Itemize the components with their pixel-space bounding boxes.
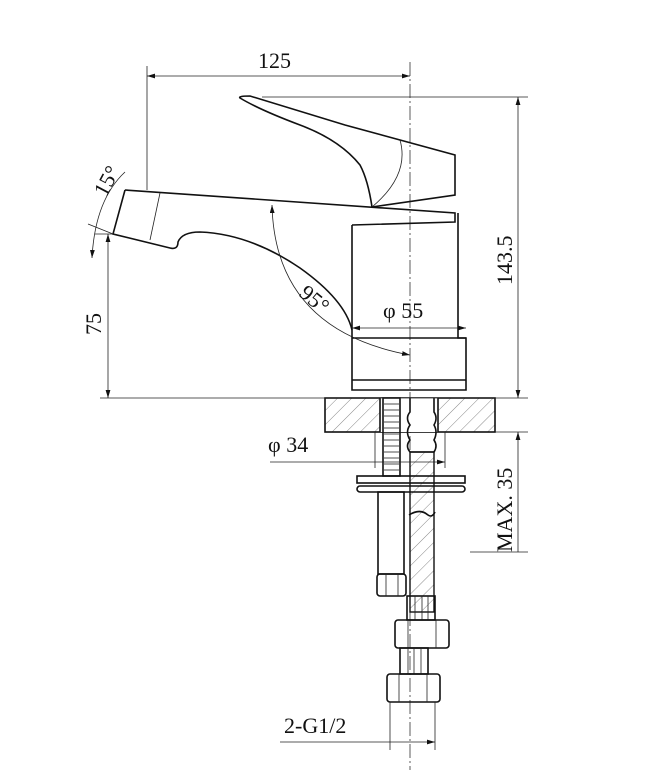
dim-mount-diameter: φ 34 <box>268 432 308 457</box>
dim-spout-angle: 15° <box>88 161 125 200</box>
hose-left <box>377 491 405 575</box>
hex-nut-lower <box>386 673 441 703</box>
faucet-body <box>351 213 467 391</box>
handle-edge <box>371 139 403 208</box>
handle-lever <box>238 95 456 208</box>
dimension-lines <box>87 66 528 750</box>
hose-nut-left <box>376 573 407 597</box>
dim-connection: 2-G1/2 <box>284 713 346 738</box>
spout-edge <box>149 192 161 241</box>
dim-total-height: 143.5 <box>492 236 517 286</box>
hex-nut-upper <box>394 619 450 649</box>
dim-spout-height: 75 <box>81 313 106 335</box>
dim-body-diameter: φ 55 <box>383 298 423 323</box>
dim-swivel-angle: 95° <box>295 280 335 319</box>
dim-max-thickness: MAX. 35 <box>492 468 517 552</box>
threaded-stud <box>382 397 401 477</box>
inlet-pipe <box>409 451 435 613</box>
washer <box>356 475 466 484</box>
dim-width: 125 <box>258 48 291 73</box>
